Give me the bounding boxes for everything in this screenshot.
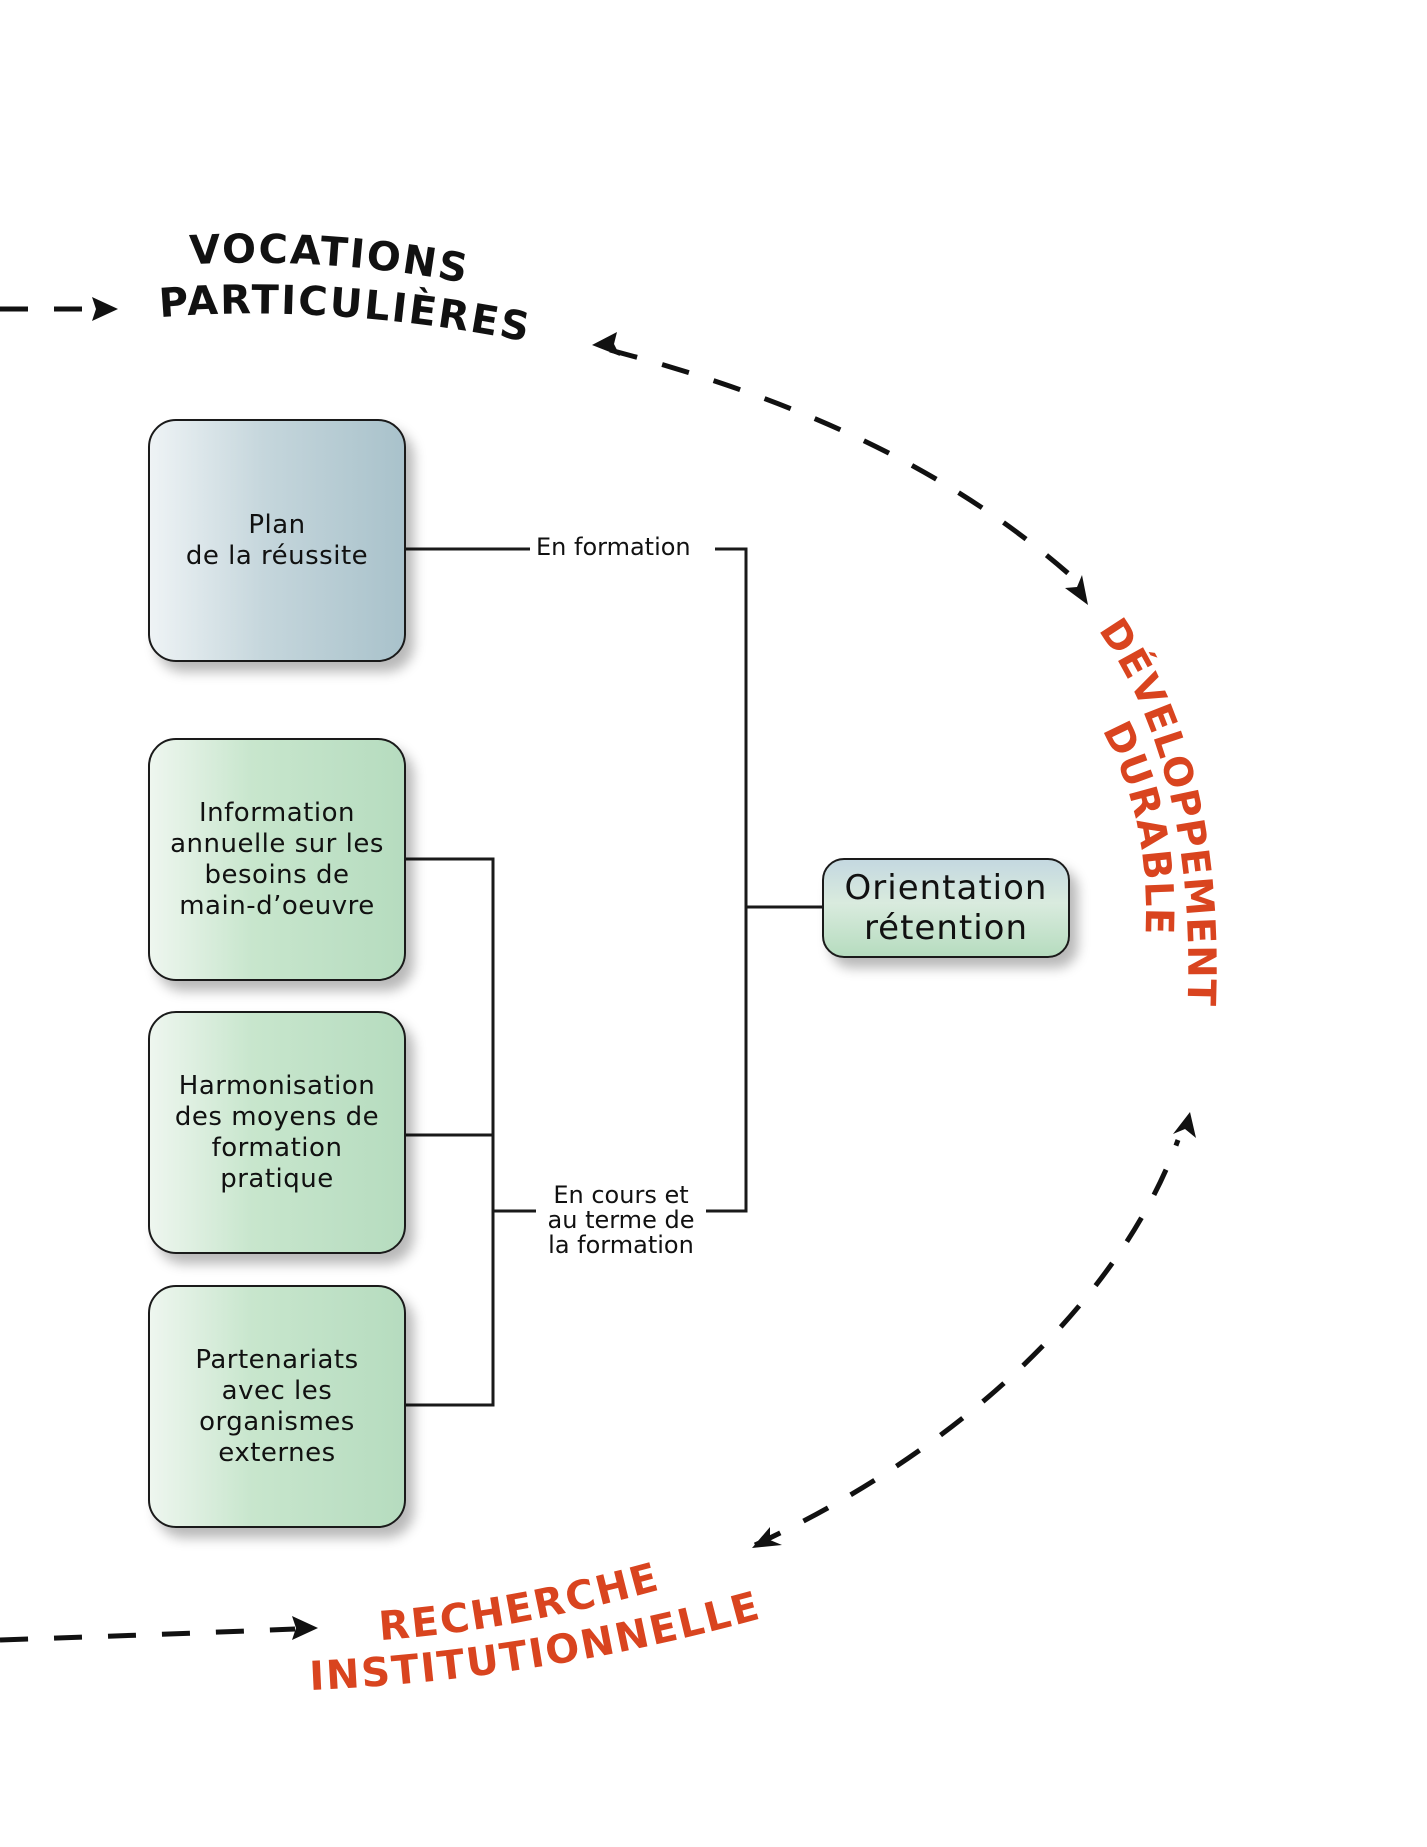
box-information-annuelle-text: Information annuelle sur les besoins de …	[170, 797, 384, 921]
dashed-arrow-left-bottom	[0, 1626, 296, 1643]
box-information-annuelle: Information annuelle sur les besoins de …	[148, 738, 406, 981]
label-en-cours: En cours et au terme de la formation	[536, 1183, 706, 1258]
box-plan-reussite-text: Plan de la réussite	[185, 509, 369, 571]
connector-bracket	[406, 857, 536, 1407]
arrowhead-to-vocations	[592, 332, 620, 356]
label-particulieres: PARTICULIÈRES	[157, 277, 535, 351]
dashed-arrow-recherche-to-developpement	[753, 1139, 1181, 1548]
box-orientation-retention-text: Orientation rétention	[844, 868, 1048, 948]
arrowhead-up-developpement	[1173, 1112, 1196, 1138]
connector-plan	[406, 547, 748, 1213]
arrowhead-to-developpement	[1065, 575, 1088, 605]
box-harmonisation: Harmonisation des moyens de formation pr…	[148, 1011, 406, 1254]
arrowhead-right-top	[92, 297, 118, 321]
box-plan-reussite: Plan de la réussite	[148, 419, 406, 662]
connector-lines	[406, 547, 822, 1407]
dashed-arrow-vocations-to-developpement	[609, 347, 1072, 577]
arrowhead-to-recherche	[752, 1527, 782, 1548]
arrowhead-right-bottom	[292, 1616, 318, 1640]
box-harmonisation-text: Harmonisation des moyens de formation pr…	[174, 1070, 380, 1194]
box-partenariats: Partenariats avec les organismes externe…	[148, 1285, 406, 1528]
arrowheads	[92, 297, 1196, 1640]
cycle-arrows	[0, 306, 1181, 1643]
label-en-formation: En formation	[530, 535, 697, 560]
box-partenariats-text: Partenariats avec les organismes externe…	[195, 1344, 359, 1468]
box-orientation-retention: Orientation rétention	[822, 858, 1070, 958]
